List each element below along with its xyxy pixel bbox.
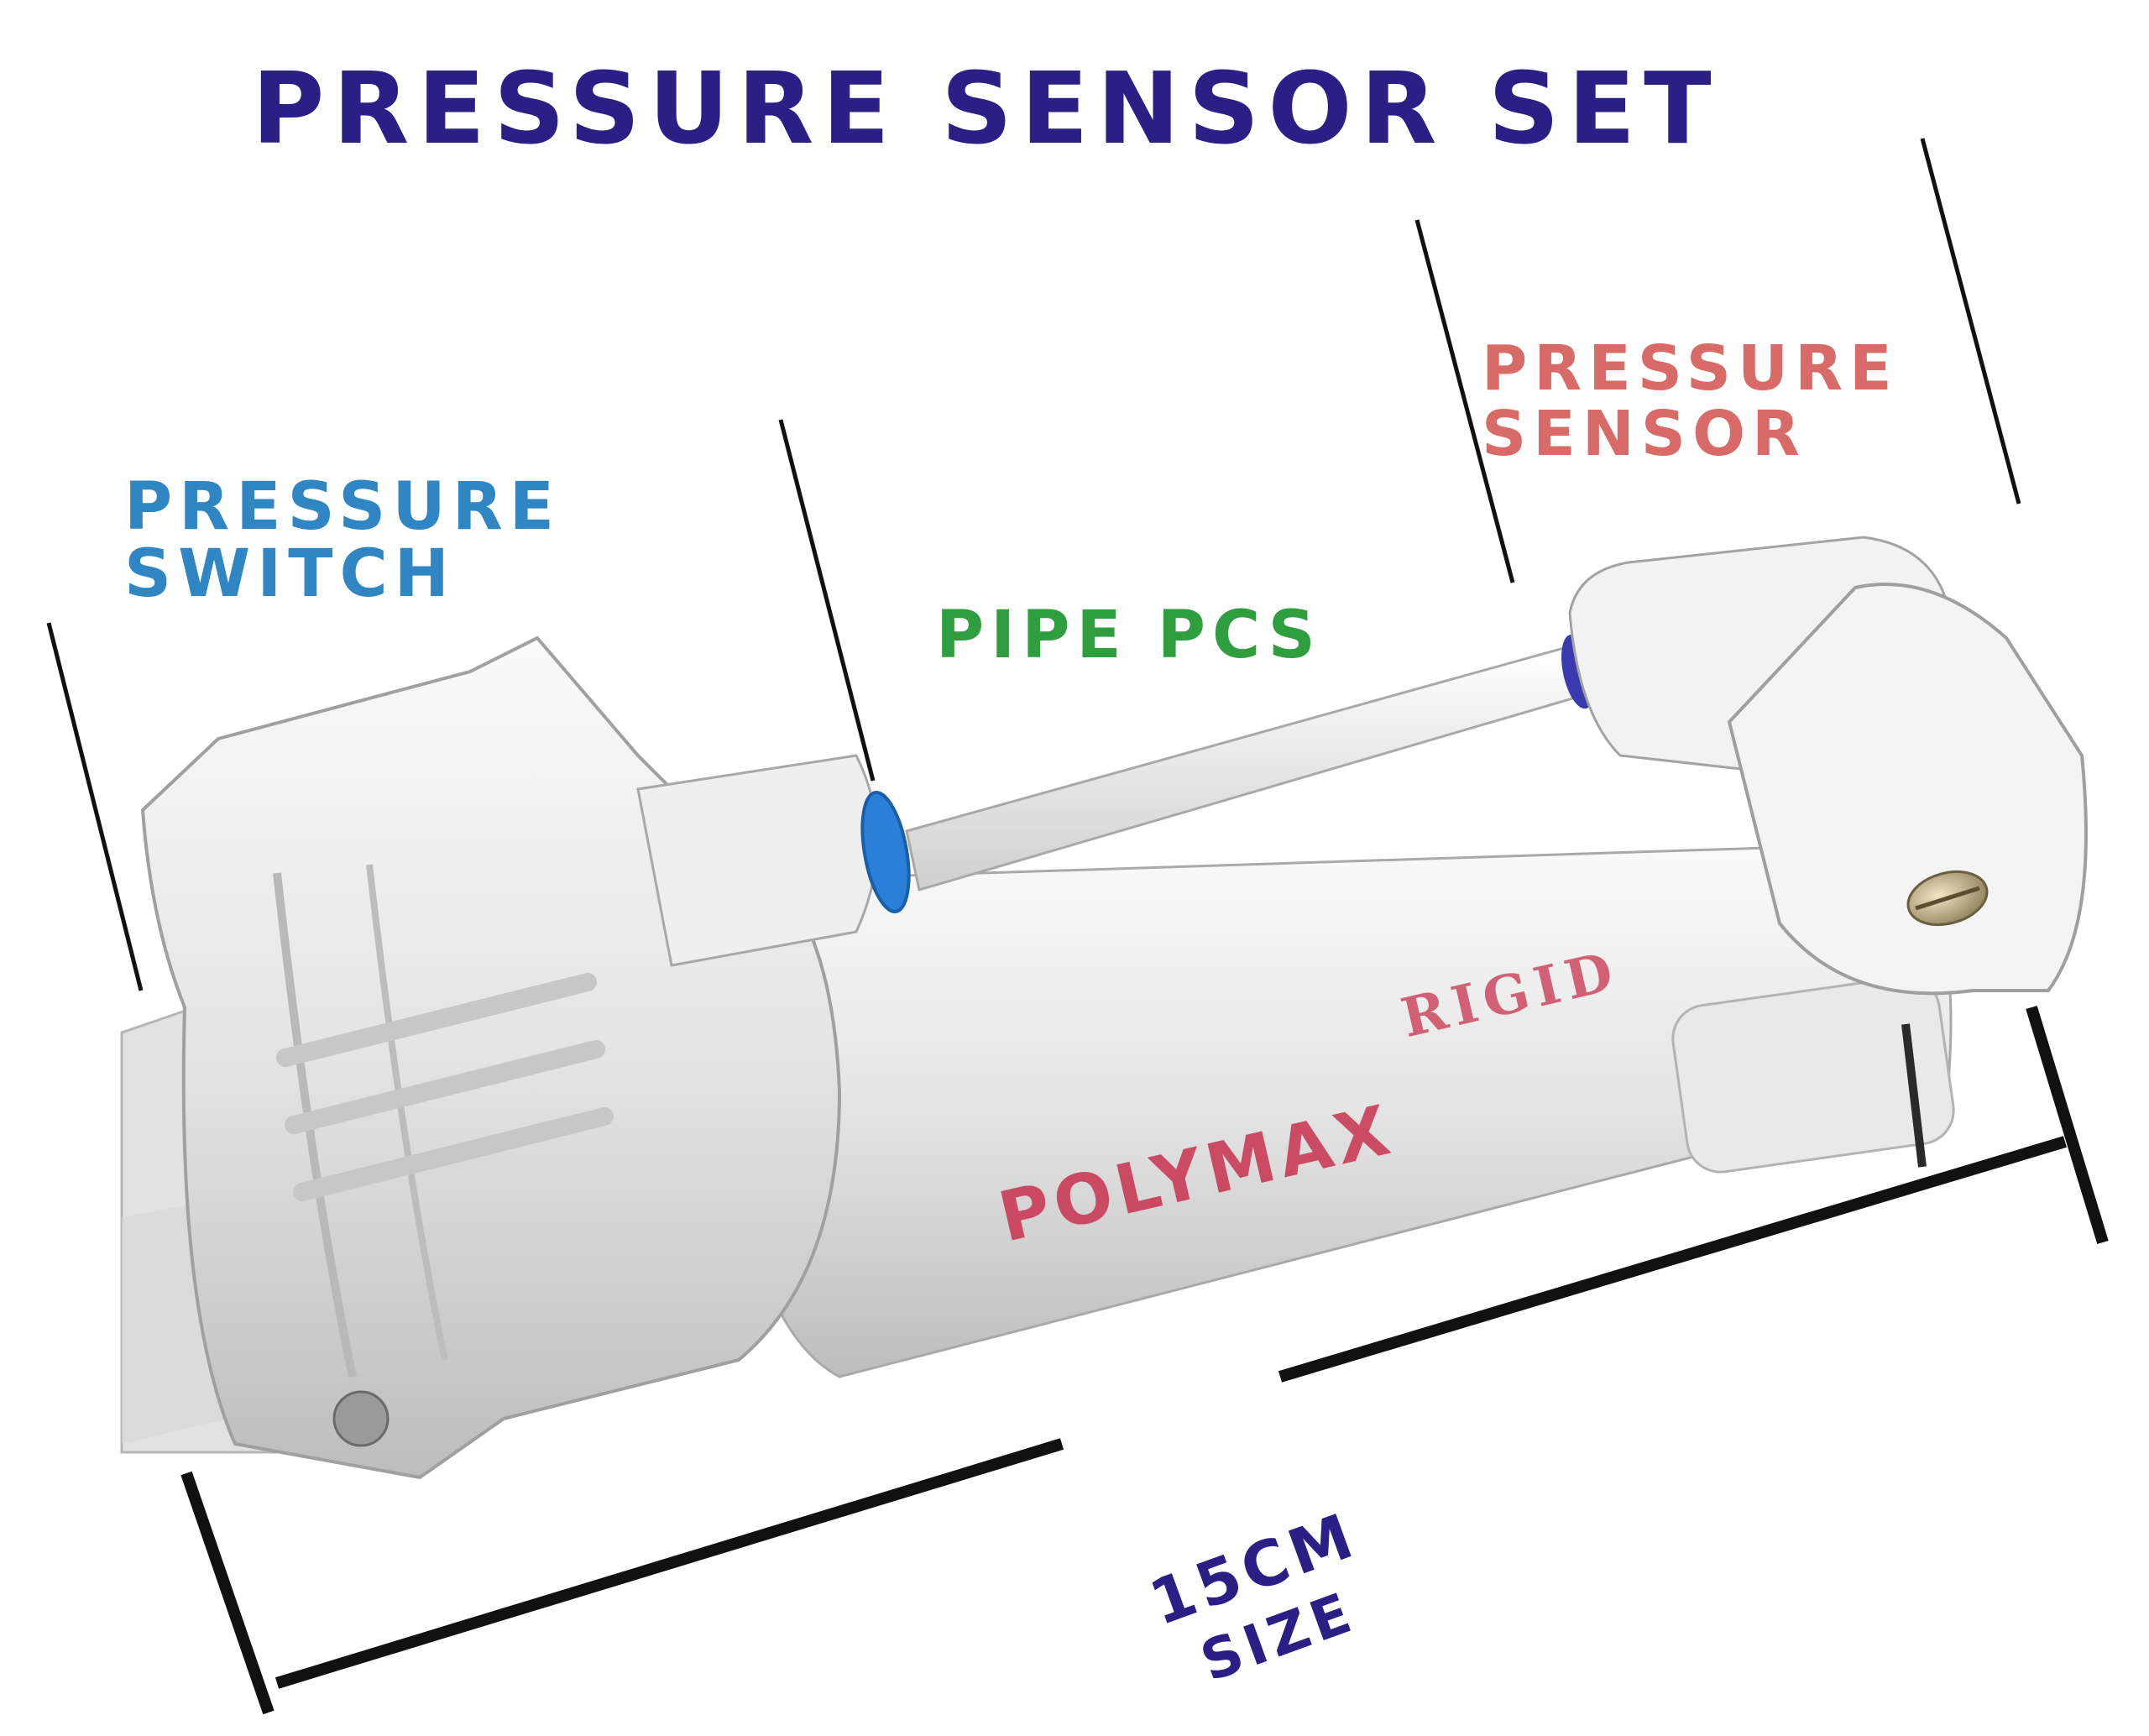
- left-fitting-ring-icon: [860, 790, 911, 914]
- page-title: PRESSURE SENSOR SET: [252, 50, 1720, 166]
- switch-screw: [332, 1390, 390, 1447]
- sensor-clamp: [1727, 583, 2088, 996]
- pressure-sensor-label-line2: SENSOR: [1482, 398, 1807, 470]
- switch-ribs: [276, 973, 614, 1201]
- left-fitting: [636, 754, 879, 967]
- dimension-lines: [180, 1005, 2109, 1715]
- pressure-sensor-label-line1: PRESSURE: [1482, 332, 1899, 405]
- pressure-switch-label-line1: PRESSURE: [124, 469, 562, 545]
- pressure-switch-housing: [140, 635, 842, 1480]
- pipe: [905, 645, 1580, 892]
- sensor-foot: [1671, 975, 1955, 1174]
- pipe-label: PIPE PCS: [936, 598, 1322, 673]
- clamp-bolt: [1901, 1023, 1927, 1168]
- annotation-lines: [46, 138, 2021, 991]
- pressure-switch-label-line2: SWITCH: [124, 536, 456, 612]
